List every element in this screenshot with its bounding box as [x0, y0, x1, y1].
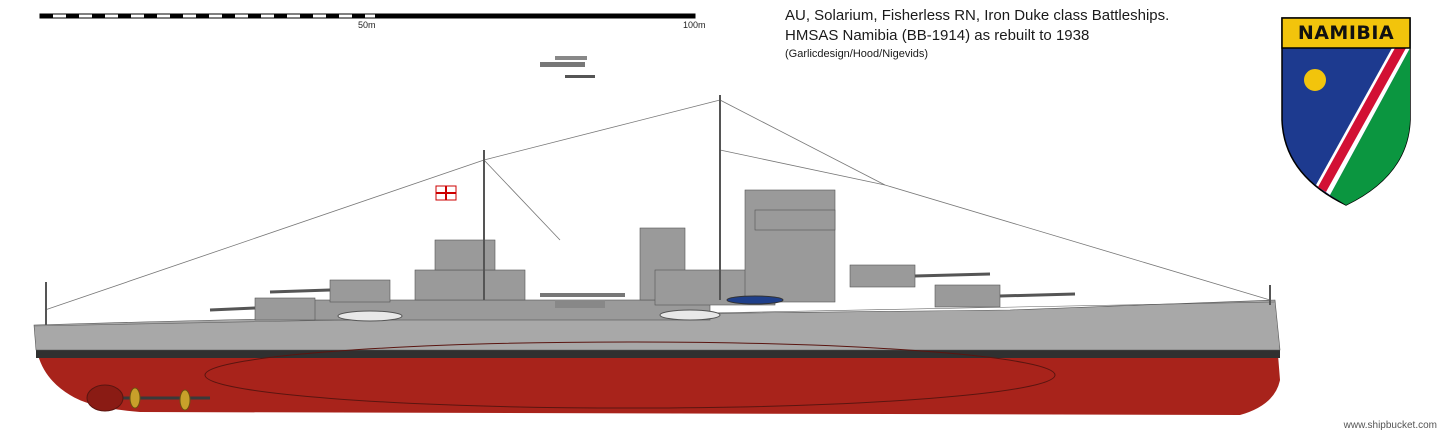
scale-label-50: 50m	[358, 20, 376, 30]
ensign-flag-icon	[435, 185, 457, 201]
superstructure	[299, 189, 836, 321]
boats	[337, 295, 784, 322]
hull	[33, 299, 1281, 415]
scale-label-100: 100m	[683, 20, 706, 30]
namibia-crest	[1281, 17, 1411, 206]
propellers	[86, 384, 210, 412]
title-line-2: HMSAS Namibia (BB-1914) as rebuilt to 19…	[785, 27, 1090, 44]
turrets	[209, 264, 1076, 321]
watermark: www.shipbucket.com	[1343, 420, 1437, 431]
rigging	[44, 99, 1271, 311]
masts	[45, 95, 1271, 325]
seaplane-icon	[540, 56, 595, 78]
scale-bar	[39, 13, 696, 19]
title-block: AU, Solarium, Fisherless RN, Iron Duke c…	[785, 6, 1169, 62]
credit-line: (Garlicdesign/Hood/Nigevids)	[785, 48, 929, 60]
title-line-1: AU, Solarium, Fisherless RN, Iron Duke c…	[785, 7, 1170, 24]
crest-name: NAMIBIA	[1297, 22, 1395, 44]
deck-aircraft-icon	[540, 293, 625, 308]
